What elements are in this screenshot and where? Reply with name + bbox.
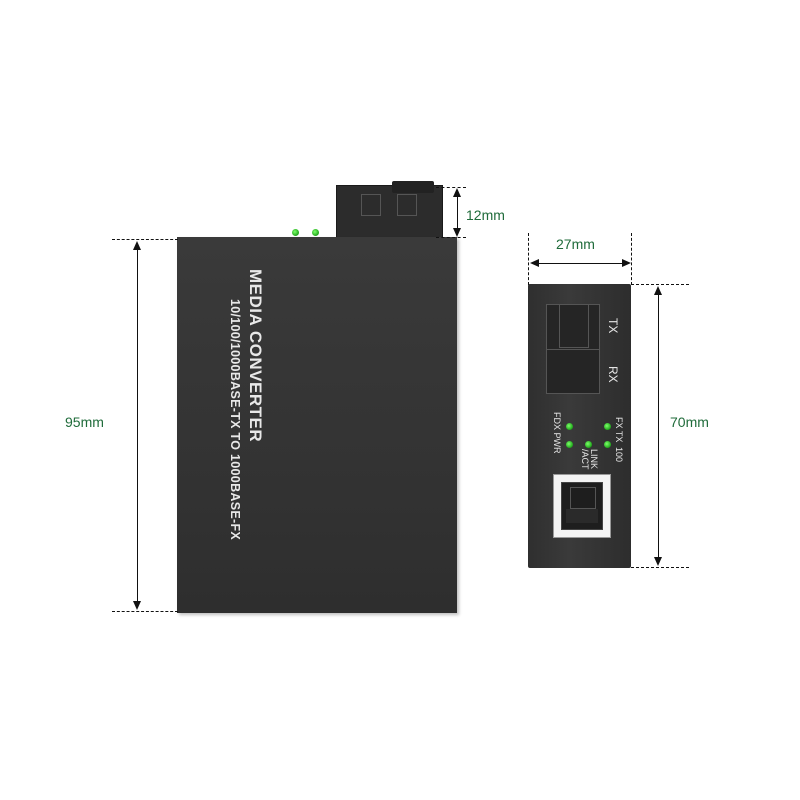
arrow-head-up: [453, 188, 461, 197]
device-title: MEDIA CONVERTER: [246, 269, 265, 443]
dimension-guide-top: [436, 187, 466, 188]
dimension-guide-left: [528, 233, 529, 285]
dimension-arrow-height: [137, 245, 138, 605]
connector-dimension-label: 12mm: [466, 207, 505, 223]
speed-led: [604, 441, 611, 448]
dimension-arrow-width: [534, 263, 626, 264]
link-act-label: LINK /ACT: [580, 449, 599, 470]
device-subtitle: 10/100/1000BASE-TX TO 1000BASE-FX: [228, 299, 242, 541]
front-height-dimension-label: 70mm: [670, 414, 709, 430]
fdx-pwr-label: FDX PWR: [552, 412, 562, 454]
dimension-arrow-front-height: [658, 290, 659, 562]
speed-label: 100: [614, 447, 624, 463]
arrow-head-up: [133, 241, 141, 250]
fx-tx-led: [604, 423, 611, 430]
dimension-guide-right: [631, 233, 632, 285]
dimension-guide-bottom: [631, 567, 689, 568]
pwr-led: [566, 441, 573, 448]
fiber-port[interactable]: [546, 304, 600, 394]
fiber-connector-top: [336, 181, 443, 240]
link-act-led: [585, 441, 592, 448]
dimension-arrow-connector: [457, 192, 458, 232]
height-dimension-label: 95mm: [65, 414, 104, 430]
dimension-guide-top: [631, 284, 689, 285]
arrow-head-left: [530, 259, 539, 267]
media-converter-front-view: TX RX FX TX FDX PWR LINK /ACT 100: [528, 284, 631, 568]
dimension-guide-bottom: [112, 611, 178, 612]
rx-label: RX: [606, 366, 620, 383]
dimension-guide-bottom: [436, 237, 466, 238]
arrow-head-down: [133, 601, 141, 610]
media-converter-top-view: MEDIA CONVERTER 10/100/1000BASE-TX TO 10…: [177, 237, 457, 613]
fdx-led: [566, 423, 573, 430]
rj45-port[interactable]: [553, 474, 611, 538]
arrow-head-right: [622, 259, 631, 267]
dimension-guide-top: [112, 239, 178, 240]
arrow-head-up: [654, 286, 662, 295]
fx-tx-label: FX TX: [614, 417, 624, 443]
status-led: [292, 229, 299, 236]
arrow-head-down: [453, 228, 461, 237]
status-led: [312, 229, 319, 236]
width-dimension-label: 27mm: [556, 236, 595, 252]
tx-label: TX: [606, 318, 620, 334]
arrow-head-down: [654, 557, 662, 566]
